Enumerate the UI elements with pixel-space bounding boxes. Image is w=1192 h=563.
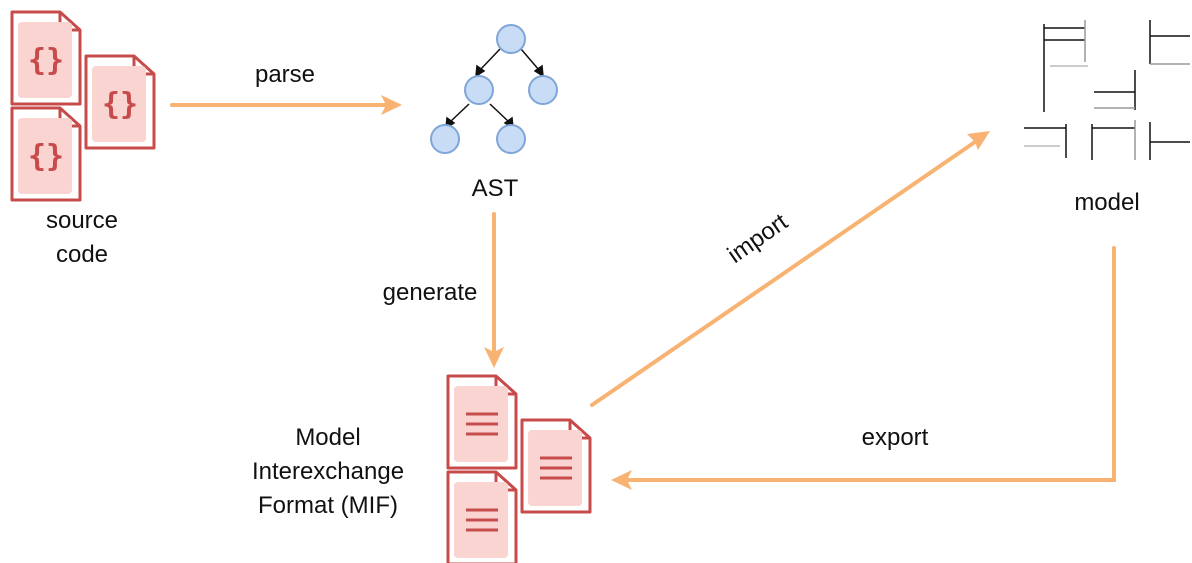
- document-icon: [520, 418, 592, 514]
- source-code-icon-group: {} {} {}: [10, 10, 156, 202]
- export-arrow: [626, 246, 1116, 482]
- model-label: model: [1074, 189, 1140, 216]
- code-file-icon: {}: [10, 10, 82, 106]
- svg-text:{}: {}: [28, 43, 64, 78]
- svg-text:{}: {}: [102, 87, 138, 122]
- ast-label: AST: [471, 175, 519, 202]
- svg-text:{}: {}: [28, 139, 64, 174]
- document-icon: [446, 470, 518, 563]
- document-icon: [446, 374, 518, 470]
- import-arrow: [590, 140, 977, 407]
- parse-arrowhead: [381, 95, 402, 115]
- source-code-label: source code: [22, 204, 142, 272]
- mif-label-line1: Model: [295, 424, 361, 451]
- generate-label: generate: [382, 279, 478, 306]
- source-code-label-line2: code: [55, 241, 109, 268]
- mif-label-line3: Format (MIF): [258, 492, 398, 519]
- import-arrowhead: [967, 131, 990, 150]
- mif-label-line2: Interexchange: [251, 458, 405, 485]
- ast-tree-icon: [430, 24, 558, 154]
- code-file-icon: {}: [10, 106, 82, 202]
- parse-label: parse: [254, 61, 316, 88]
- export-label: export: [861, 424, 929, 451]
- mif-label: Model Interexchange Format (MIF): [222, 421, 434, 523]
- mif-document-icon-group: [446, 374, 592, 563]
- generate-arrowhead: [484, 347, 504, 368]
- source-code-label-line1: source: [45, 207, 119, 234]
- export-arrowhead: [611, 470, 632, 490]
- class-diagram-icon: [1024, 20, 1190, 160]
- code-file-icon: {}: [84, 54, 156, 150]
